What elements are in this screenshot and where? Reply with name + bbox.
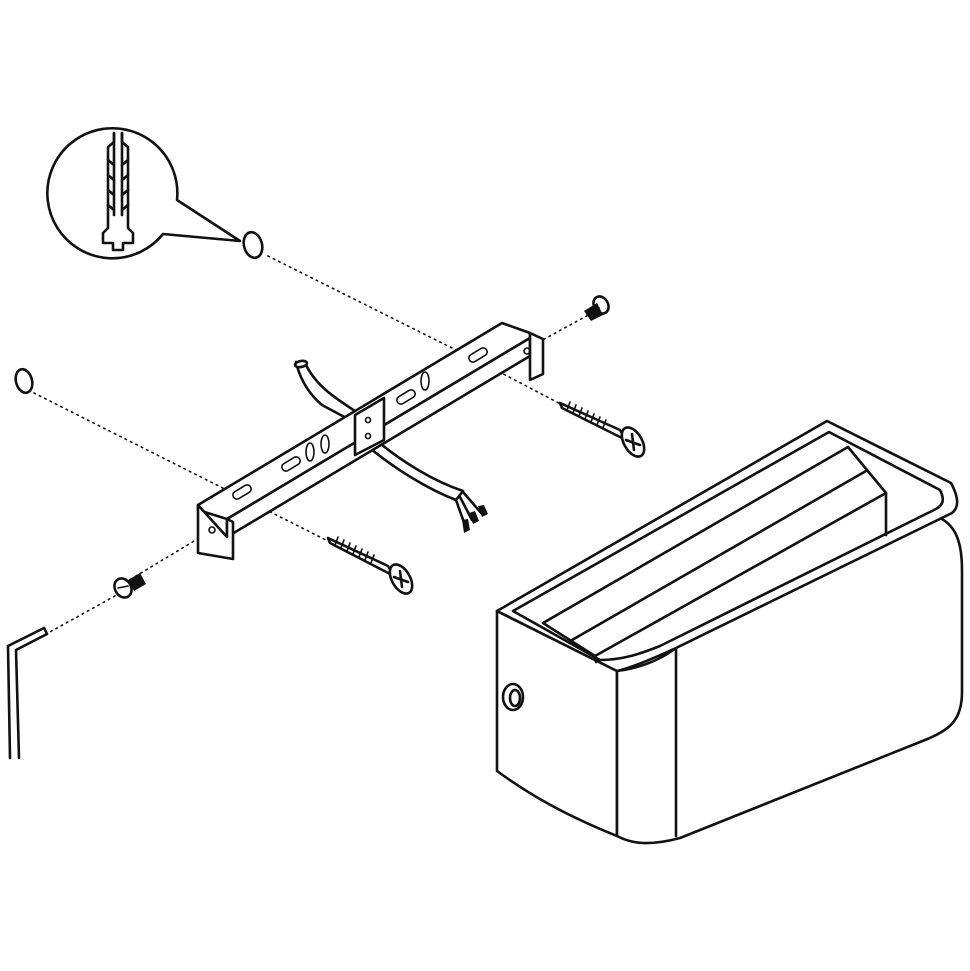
mounting-bracket (196, 321, 545, 561)
wall-plug-detail (46, 127, 242, 260)
housing-hole (501, 682, 525, 712)
callout-bubble (46, 127, 242, 260)
luminaire-housing (495, 419, 964, 845)
set-screw-lower (113, 573, 146, 599)
wood-screw-lower (326, 536, 414, 595)
wall-plug-detail-icon (101, 131, 135, 252)
set-screw-upper (584, 295, 610, 321)
housing-front-face (615, 512, 964, 845)
wood-screw-upper (558, 401, 646, 458)
allen-key (6, 626, 49, 760)
wall-plug-hole-lower (14, 367, 34, 395)
supply-cable (293, 359, 488, 533)
wall-plug-hole-upper (242, 230, 264, 260)
